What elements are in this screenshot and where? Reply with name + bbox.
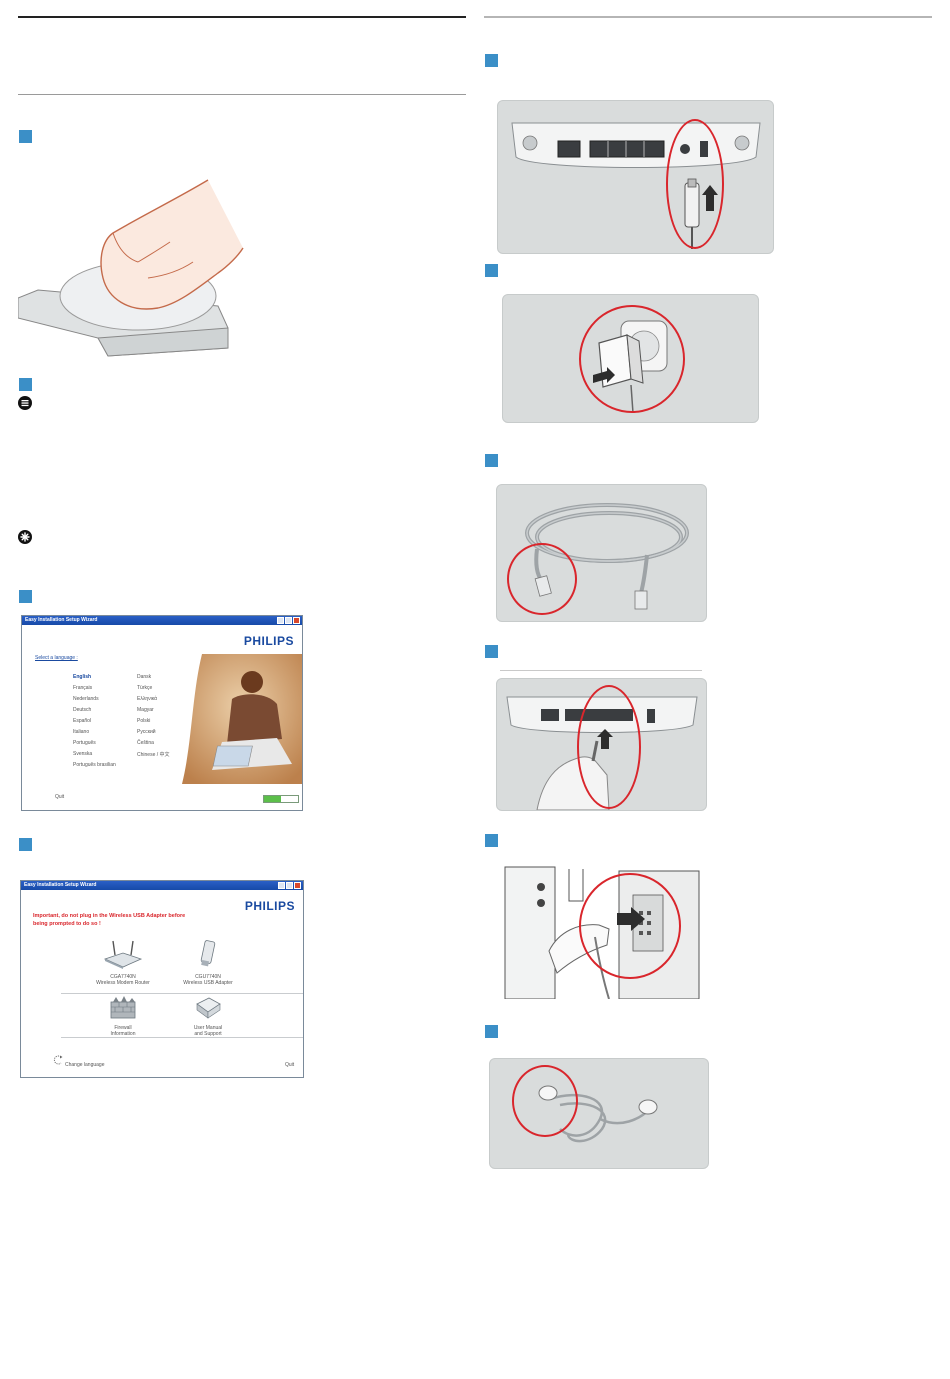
section-rule-left <box>18 94 466 95</box>
highlight-circle-5 <box>579 873 681 979</box>
warning-line-2: being prompted to do so ! <box>33 921 101 927</box>
usb-label-2: Wireless USB Adapter <box>183 980 233 986</box>
warning-line-1: Important, do not plug in the Wireless U… <box>33 913 186 919</box>
minimize-button-2[interactable] <box>278 882 285 889</box>
router-icon <box>103 940 143 969</box>
change-language-icon <box>53 1055 63 1065</box>
note-icon <box>18 396 32 410</box>
manual-label-1: User Manual <box>193 1025 223 1031</box>
cd-insert-illustration <box>18 179 244 357</box>
quit-button[interactable]: Quit <box>55 794 65 800</box>
step-marker-3 <box>19 590 32 603</box>
minimize-button[interactable] <box>277 617 284 624</box>
router-back-illustration <box>511 122 761 249</box>
maximize-button[interactable] <box>285 617 292 624</box>
router-power-panel <box>497 100 774 254</box>
step-marker-7 <box>485 454 498 467</box>
progress-fill <box>264 796 281 802</box>
menu-divider-1 <box>61 993 303 994</box>
step-marker-10 <box>485 1025 498 1038</box>
firewall-icon <box>110 996 136 1019</box>
ethernet-cable-panel <box>496 484 707 622</box>
highlight-circle <box>666 119 724 249</box>
usb-adapter-icon <box>200 940 216 967</box>
computer-port-panel <box>498 860 705 1000</box>
step-marker-4 <box>19 838 32 851</box>
language-option[interactable]: Nederlands <box>73 696 99 702</box>
step-marker-6 <box>485 264 498 277</box>
language-option[interactable]: English <box>73 674 92 680</box>
section-rule-right <box>500 670 702 671</box>
language-option[interactable]: Magyar <box>137 707 154 713</box>
warning-text: Important, do not plug in the Wireless U… <box>33 912 185 928</box>
step-marker-8 <box>485 645 498 658</box>
wizard-language-window: Easy Installation Setup Wizard PHILIPS S… <box>21 615 303 811</box>
menu-item-user-manual[interactable]: User Manual and Support <box>179 996 237 1037</box>
menu-divider-2 <box>61 1037 303 1038</box>
highlight-circle-3 <box>507 543 577 615</box>
tip-icon <box>18 530 32 544</box>
power-outlet-panel <box>502 294 759 423</box>
highlight-circle-2 <box>579 305 685 413</box>
wizard-titlebar: Easy Installation Setup Wizard <box>22 616 302 625</box>
step-marker-9 <box>485 834 498 847</box>
step-marker-5 <box>485 54 498 67</box>
firewall-label-1: Firewall <box>114 1025 132 1031</box>
step-marker-1 <box>19 130 32 143</box>
quit-button-2[interactable]: Quit <box>285 1062 295 1068</box>
menu-item-firewall[interactable]: Firewall Information <box>97 996 149 1037</box>
language-option[interactable]: Português <box>73 740 96 746</box>
top-rule-right <box>484 16 932 18</box>
wizard-menu-window: Easy Installation Setup Wizard PHILIPS I… <box>20 880 304 1078</box>
philips-logo-2: PHILIPS <box>244 899 295 913</box>
language-option[interactable]: Ελληνικά <box>137 696 158 702</box>
philips-logo: PHILIPS <box>243 634 294 648</box>
select-language-label: Select a language : <box>35 655 78 661</box>
usb-label-1: CGU7740N <box>195 974 221 980</box>
language-option[interactable]: Français <box>73 685 93 691</box>
user-manual-icon <box>196 997 221 1019</box>
firewall-label-2: Information <box>110 1031 136 1037</box>
language-option[interactable]: Svenska <box>73 751 93 757</box>
close-button-2[interactable] <box>294 882 301 889</box>
menu-item-router[interactable]: CGA7740N Wireless Modem Router <box>93 939 153 991</box>
wizard-titlebar-2: Easy Installation Setup Wizard <box>21 881 303 890</box>
language-option[interactable]: Español <box>73 718 92 724</box>
close-button[interactable] <box>293 617 300 624</box>
wizard-title: Easy Installation Setup Wizard <box>25 617 98 623</box>
highlight-circle-4 <box>577 685 641 809</box>
menu-item-usb-adapter[interactable]: CGU7740N Wireless USB Adapter <box>176 939 240 991</box>
router-label-1: CGA7740N <box>110 974 136 980</box>
change-language-button[interactable]: Change language <box>65 1062 105 1068</box>
language-option[interactable]: Deutsch <box>73 707 92 713</box>
language-option[interactable]: Русский <box>137 729 156 735</box>
phone-cable-panel <box>489 1058 709 1169</box>
progress-bar <box>263 795 299 803</box>
router-label-2: Wireless Modem Router <box>96 980 150 986</box>
wizard-title-2: Easy Installation Setup Wizard <box>24 882 97 888</box>
language-option[interactable]: Türkçe <box>137 685 153 691</box>
router-lan-panel <box>496 678 707 811</box>
language-option[interactable]: Dansk <box>137 674 152 680</box>
language-option[interactable]: Italiano <box>73 729 90 735</box>
step-marker-2 <box>19 378 32 391</box>
language-option[interactable]: Português brasilian <box>73 762 116 768</box>
language-option[interactable]: Chinese / 中文 <box>137 752 170 758</box>
top-rule-left <box>18 16 466 18</box>
language-option[interactable]: Polski <box>137 718 151 724</box>
manual-label-2: and Support <box>194 1031 222 1037</box>
language-option[interactable]: Čeština <box>137 740 154 746</box>
ethernet-cable-illustration <box>525 503 689 610</box>
wizard-photo <box>182 654 302 784</box>
maximize-button-2[interactable] <box>286 882 293 889</box>
highlight-circle-6 <box>512 1065 578 1137</box>
